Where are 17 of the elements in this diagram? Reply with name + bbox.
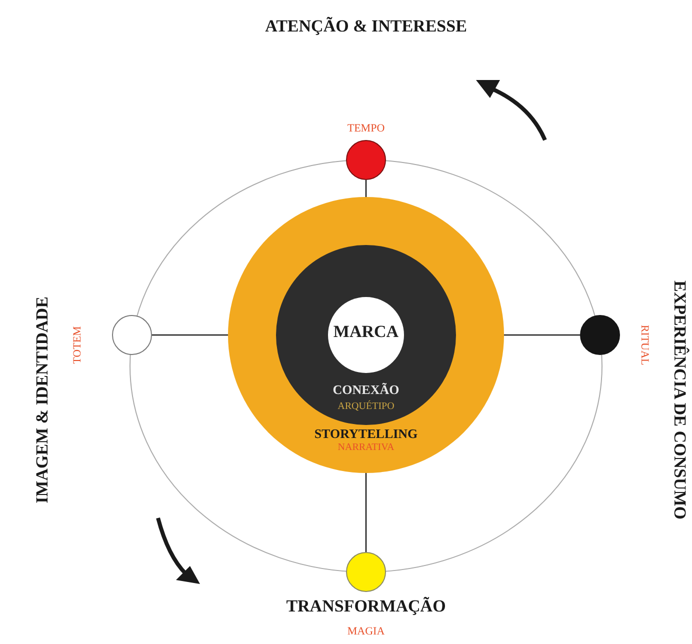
connector-line [365, 473, 367, 552]
node-caption: TOTEM [72, 326, 84, 364]
center-label: MARCA [333, 323, 399, 340]
section-heading: EXPERIÊNCIA DE CONSUMO [672, 280, 688, 520]
ring-title: CONEXÃO [332, 383, 400, 396]
section-heading: IMAGEM & IDENTIDADE [34, 296, 50, 504]
node-caption: TEMPO [347, 124, 385, 134]
ring-subtitle: NARRATIVA [338, 443, 394, 453]
node-caption: MAGIA [347, 626, 385, 638]
connector-line [504, 334, 580, 336]
section-heading: TRANSFORMAÇÃO [286, 598, 446, 614]
ring-title: STORYTELLING [314, 427, 418, 440]
ring-subtitle: ARQUÉTIPO [338, 402, 394, 412]
node-caption: RITUAL [638, 324, 650, 366]
connector-line [365, 180, 367, 197]
connector-line [152, 334, 228, 336]
section-heading: ATENÇÃO & INTERESSE [265, 18, 467, 34]
